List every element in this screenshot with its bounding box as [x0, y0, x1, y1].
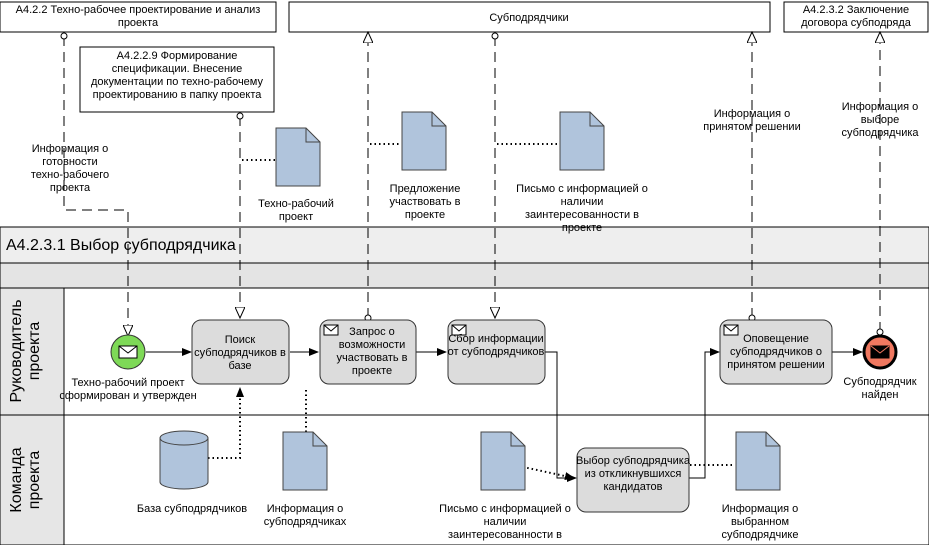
lane-team-header [0, 414, 65, 545]
doc-db-label: База субподрядчиков [137, 503, 247, 515]
send-message-icon [323, 324, 339, 336]
envelope-filled-icon [870, 345, 890, 359]
message-flow-readiness[interactable] [64, 36, 128, 336]
flow-select-notify [689, 348, 720, 479]
sequence-flows [146, 348, 863, 482]
external-subcontractors[interactable]: Субподрядчики [288, 1, 771, 33]
lane-team [0, 414, 929, 545]
pool-subheader [0, 262, 929, 289]
lane-team-label: Командапроекта [8, 447, 43, 512]
external-a422[interactable]: А4.2.2 Техно-рабочее проектирование и ан… [0, 1, 277, 33]
pool-header [0, 226, 929, 264]
receive-message-icon [451, 324, 467, 336]
flow-collect-select [545, 351, 577, 482]
pool-title: А4.2.3.1 Выбор субподрядчика [6, 237, 236, 254]
external-subcontractors-label: Субподрядчики [489, 12, 568, 24]
external-a422-label: А4.2.2 Техно-рабочее проектирование и ан… [16, 4, 261, 29]
send-message-icon [723, 324, 739, 336]
envelope-icon [118, 345, 138, 359]
doc-db[interactable]: База субподрядчиков [137, 430, 247, 515]
message-flows [64, 32, 880, 336]
association-db [208, 387, 244, 459]
lane-manager-label: Руководительпроекта [8, 299, 43, 402]
